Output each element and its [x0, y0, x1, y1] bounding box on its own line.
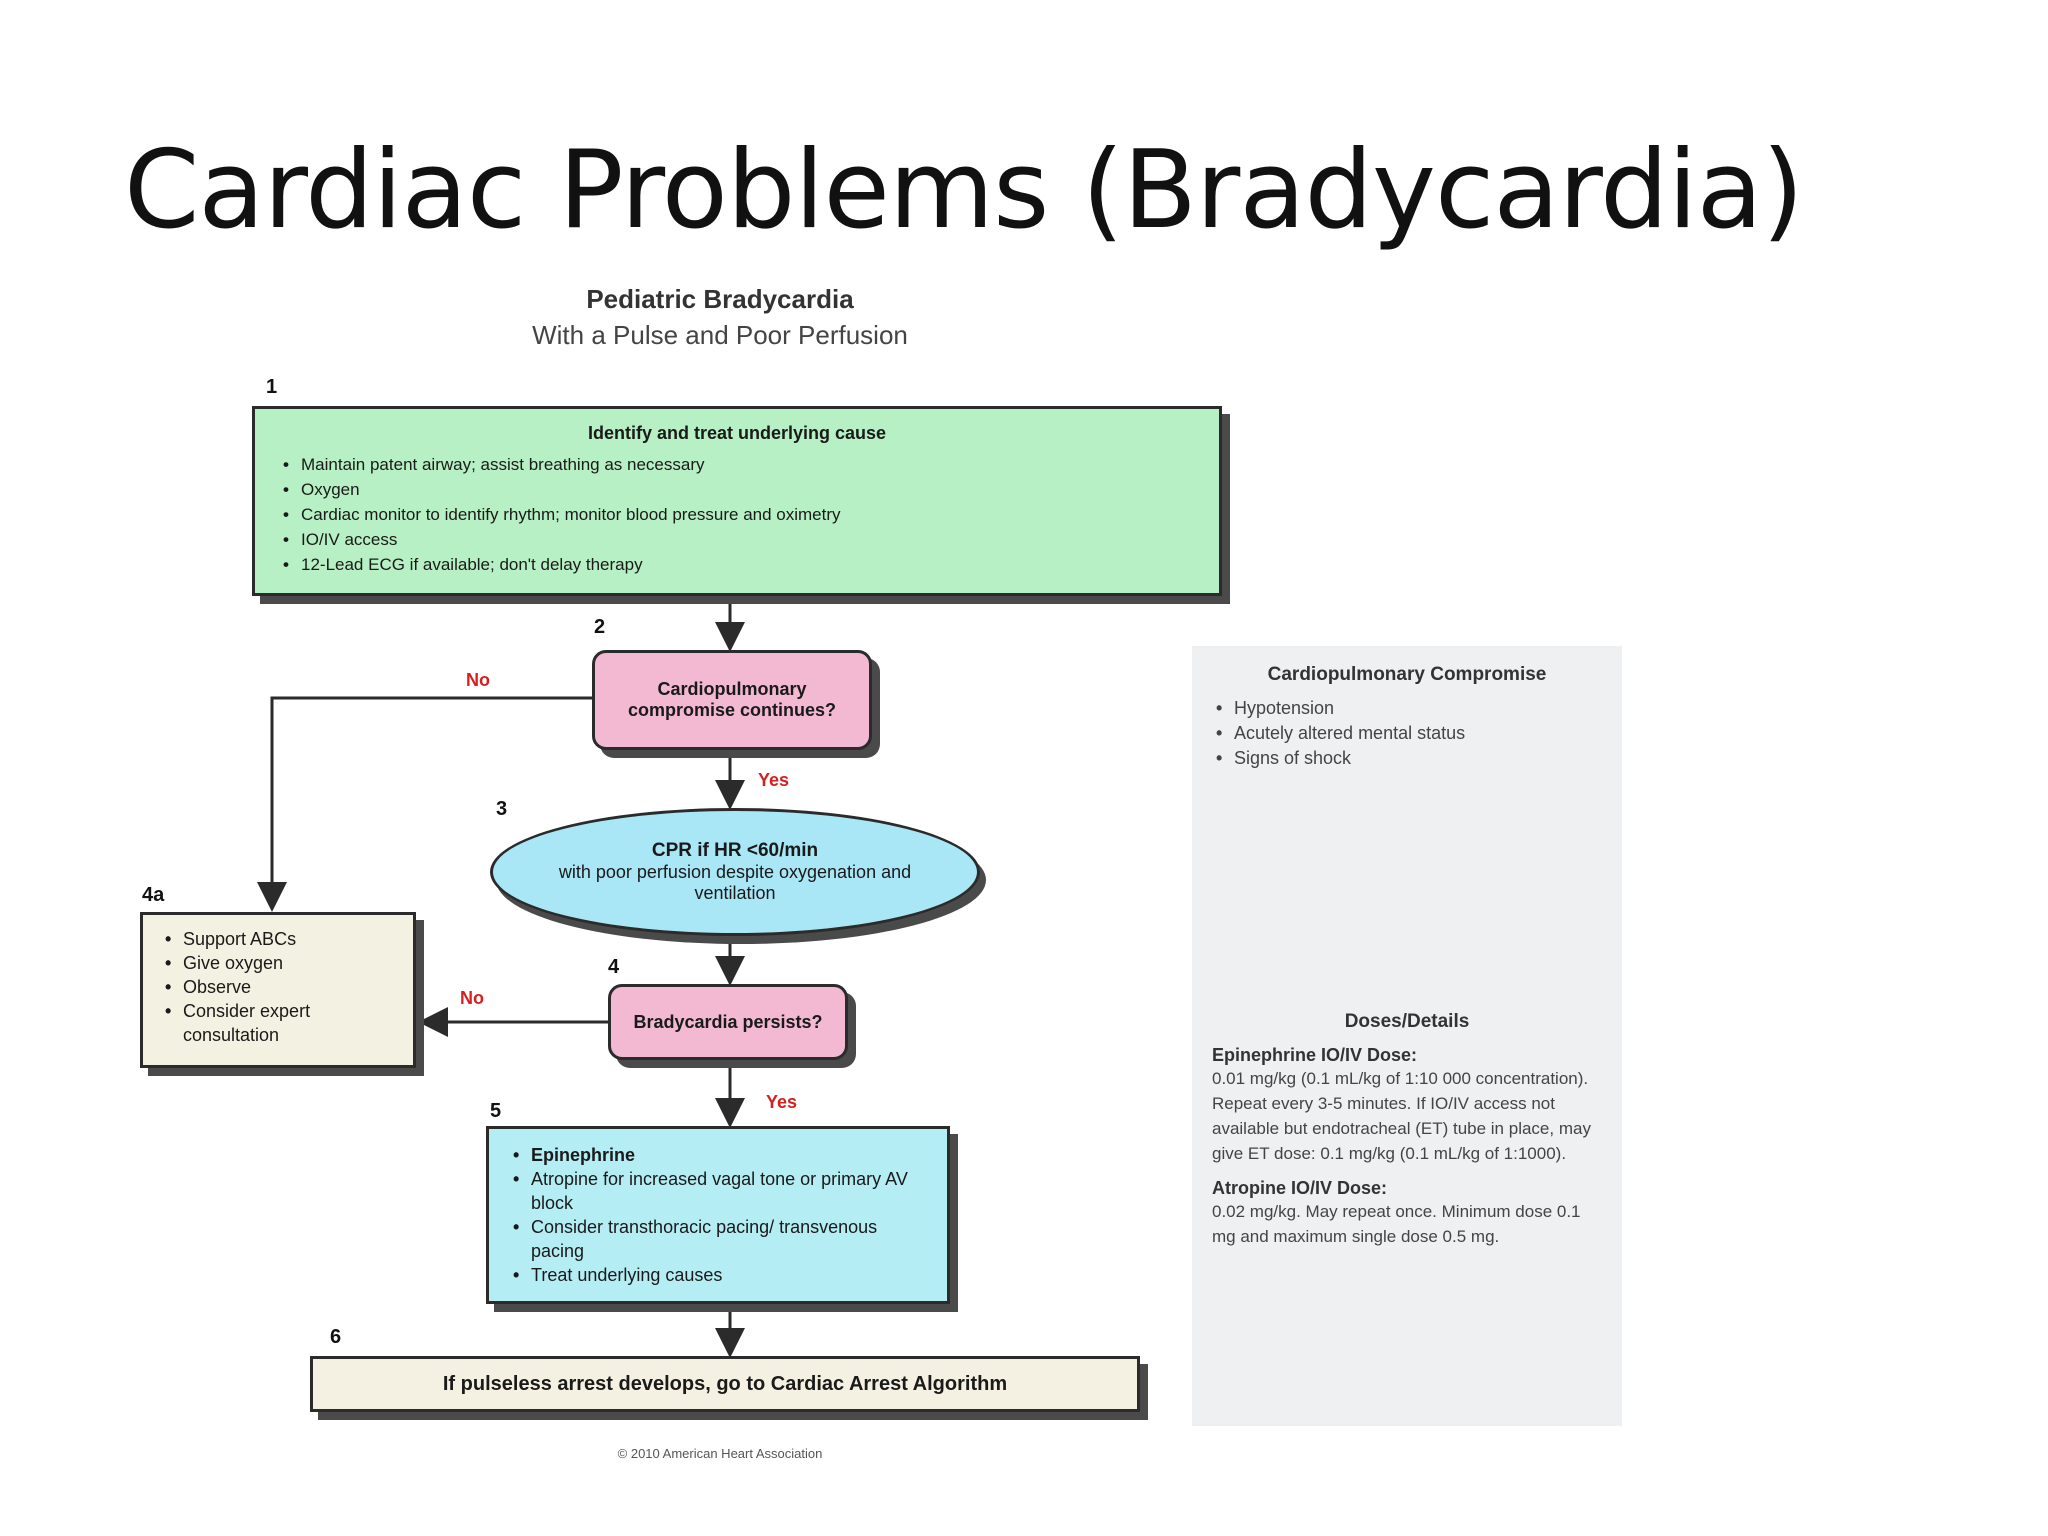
step-3-oval: CPR if HR <60/min with poor perfusion de… [490, 808, 980, 936]
step-2-decision: Cardiopulmonary compromise continues? [592, 650, 872, 750]
step-6-number: 6 [330, 1326, 342, 1348]
arrow-2-no-to-4a [257, 696, 592, 912]
step-3-text: with poor perfusion despite oxygenation … [558, 862, 912, 903]
list-item: IO/IV access [279, 527, 1195, 552]
list-item: Observe [161, 975, 395, 999]
step-6-box: If pulseless arrest develops, go to Card… [310, 1356, 1140, 1412]
flowchart-title: Pediatric Bradycardia [586, 284, 854, 314]
list-item: Consider transthoracic pacing/ transveno… [509, 1215, 927, 1263]
step-4-no-label: No [460, 988, 484, 1008]
list-item: Hypotension [1212, 696, 1602, 721]
list-item: 12-Lead ECG if available; don't delay th… [279, 552, 1195, 577]
atropine-heading: Atropine IO/IV Dose: [1212, 1178, 1388, 1198]
step-4-number: 4 [608, 956, 620, 978]
list-item: Treat underlying causes [509, 1263, 927, 1287]
epinephrine-text: 0.01 mg/kg (0.1 mL/kg of 1:10 000 concen… [1212, 1069, 1591, 1163]
step-2-yes-label: Yes [758, 770, 790, 790]
step-2-no-label: No [466, 670, 490, 690]
step-2-number: 2 [594, 616, 606, 638]
step-1-heading: Identify and treat underlying cause [587, 423, 887, 443]
step-1-number: 1 [266, 376, 278, 398]
side-panel: Cardiopulmonary Compromise Hypotension A… [1192, 646, 1622, 1426]
list-item: Consider expert consultation [161, 999, 395, 1047]
copyright-note: © 2010 American Heart Association [617, 1446, 823, 1461]
step-4a-box: Support ABCs Give oxygen Observe Conside… [140, 912, 416, 1068]
list-item: Atropine for increased vagal tone or pri… [509, 1167, 927, 1215]
step-5-number: 5 [490, 1100, 502, 1122]
list-item: Support ABCs [161, 927, 395, 951]
list-item: Oxygen [279, 477, 1195, 502]
step-3-main: CPR if HR <60/min [651, 840, 819, 861]
step-4-yes-label: Yes [766, 1092, 798, 1112]
step-5-box: Epinephrine Atropine for increased vagal… [486, 1126, 950, 1304]
flowchart-subtitle: With a Pulse and Poor Perfusion [532, 320, 908, 350]
doses-heading: Doses/Details [1344, 1011, 1470, 1032]
epinephrine-heading: Epinephrine IO/IV Dose: [1212, 1045, 1418, 1065]
step-3-number: 3 [496, 798, 508, 820]
list-item: Maintain patent airway; assist breathing… [279, 452, 1195, 477]
step-4-decision: Bradycardia persists? [608, 984, 848, 1060]
list-item: Give oxygen [161, 951, 395, 975]
step-1-list: Maintain patent airway; assist breathing… [279, 452, 1195, 577]
list-item: Acutely altered mental status [1212, 721, 1602, 746]
slide-title: Cardiac Problems (Bradycardia) [124, 128, 1804, 253]
list-item: Epinephrine [509, 1143, 927, 1167]
step-4a-number: 4a [142, 884, 165, 906]
compromise-heading: Cardiopulmonary Compromise [1267, 664, 1547, 685]
atropine-text: 0.02 mg/kg. May repeat once. Minimum dos… [1212, 1202, 1581, 1246]
list-item: Signs of shock [1212, 746, 1602, 771]
list-item: Cardiac monitor to identify rhythm; moni… [279, 502, 1195, 527]
compromise-list: Hypotension Acutely altered mental statu… [1212, 696, 1602, 771]
step-1-box: Identify and treat underlying cause Main… [252, 406, 1222, 596]
step-4a-list: Support ABCs Give oxygen Observe Conside… [161, 927, 395, 1047]
step-5-list: Epinephrine Atropine for increased vagal… [509, 1143, 927, 1287]
